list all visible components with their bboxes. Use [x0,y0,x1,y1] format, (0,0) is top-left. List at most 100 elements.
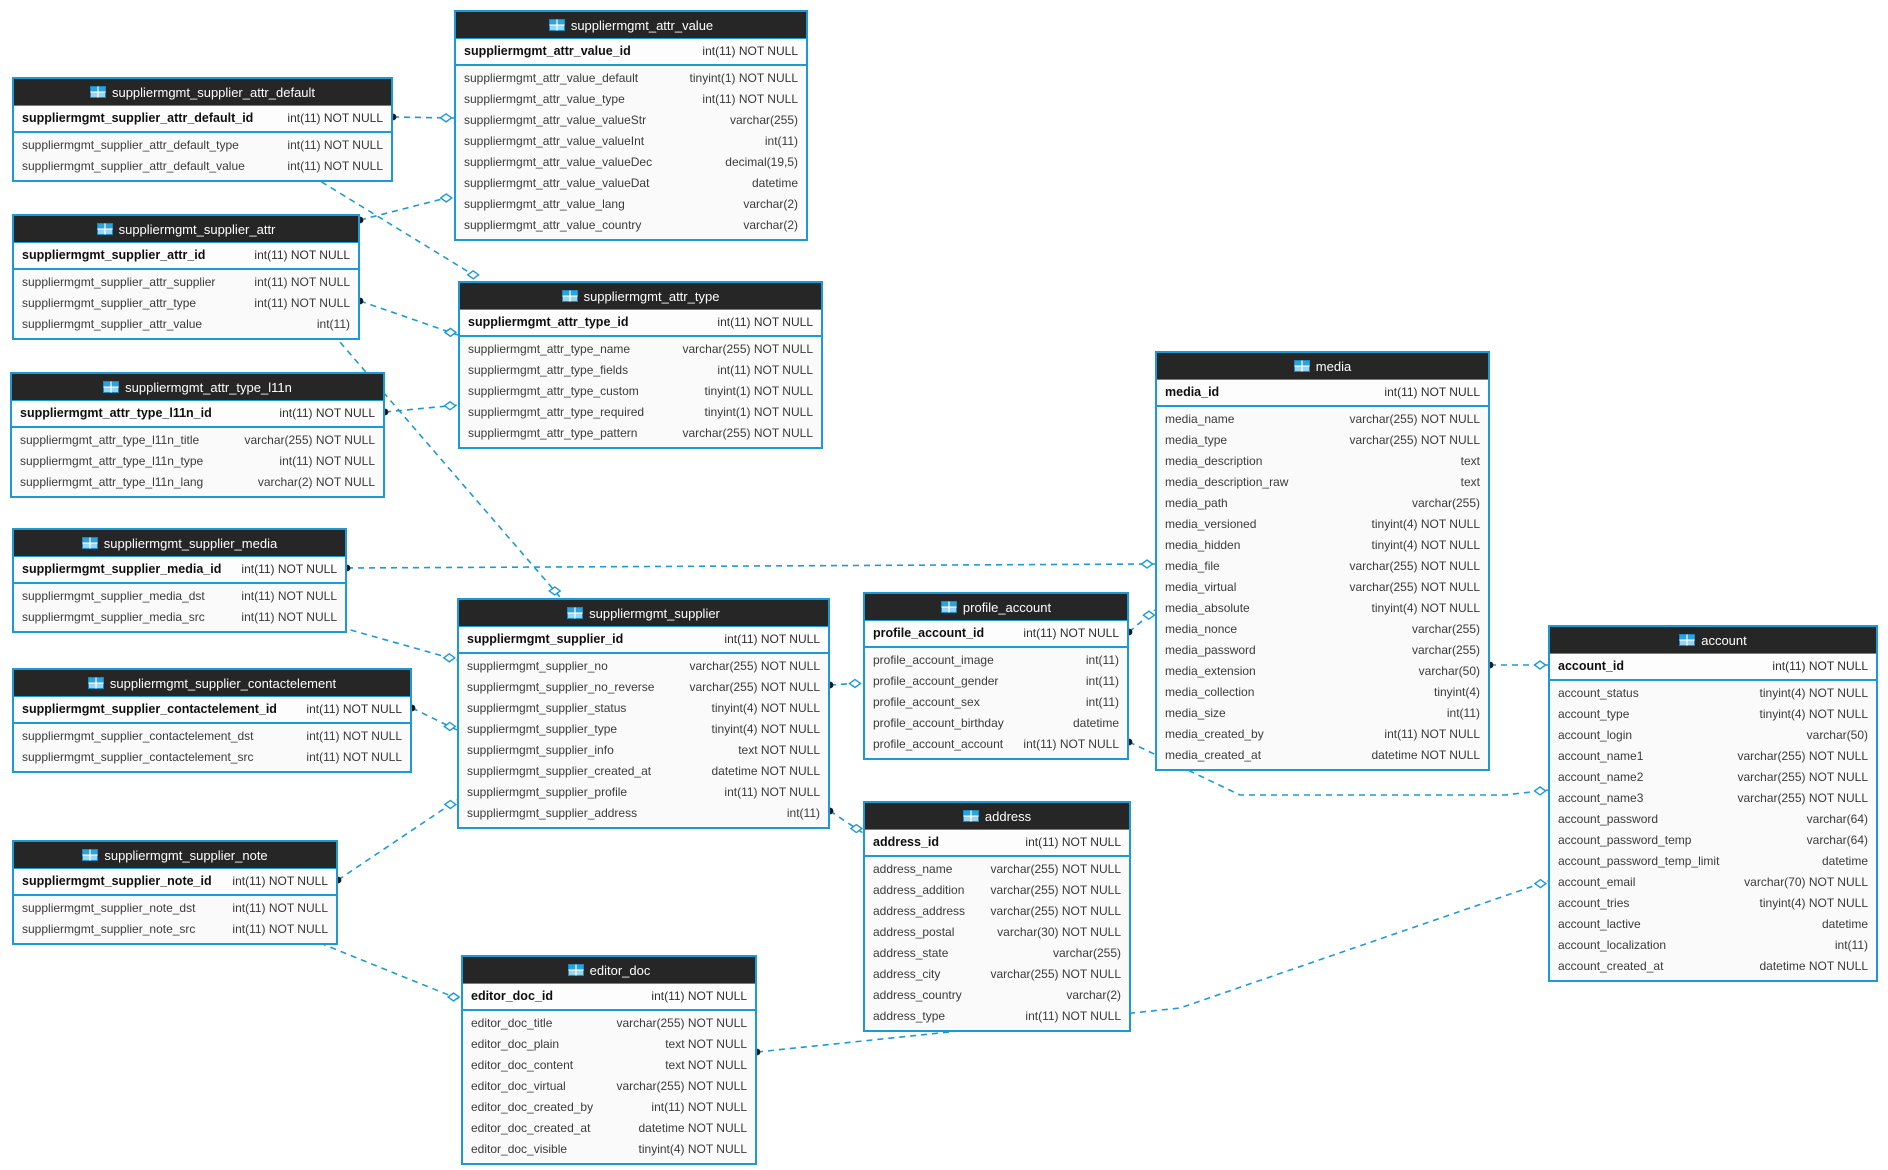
column-row: suppliermgmt_attr_value_valueInt int(11) [456,131,806,152]
relationship-suppliermgmt_supplier--profile_account[interactable] [826,678,864,689]
column-name: suppliermgmt_supplier_attr_default_type [22,138,239,152]
table-profile_account[interactable]: profile_account profile_account_id int(1… [863,592,1129,760]
table-suppliermgmt_attr_type_l11n[interactable]: suppliermgmt_attr_type_l11n suppliermgmt… [10,372,385,498]
column-type: decimal(19,5) [725,155,798,169]
column-name: suppliermgmt_supplier_note_src [22,922,196,936]
column-name: suppliermgmt_supplier_media_dst [22,589,205,603]
column-name: suppliermgmt_supplier_attr_value [22,317,203,331]
column-name: media_name [1165,412,1235,426]
column-name: suppliermgmt_attr_value_default [464,71,639,85]
table-suppliermgmt_supplier_note[interactable]: suppliermgmt_supplier_note suppliermgmt_… [12,840,338,945]
relationship-profile_account--media[interactable] [1125,609,1156,636]
column-type: int(11) NOT NULL [1025,835,1121,849]
table-icon [567,607,584,619]
relationship-line[interactable] [1128,609,1156,633]
relationship-line[interactable] [359,195,455,221]
relationship-suppliermgmt_supplier_media--suppliermgmt_supplier[interactable] [336,623,458,663]
table-address[interactable]: address address_id int(11) NOT NULL addr… [863,801,1131,1032]
column-name: suppliermgmt_attr_type_l11n_id [20,406,212,420]
column-row: suppliermgmt_supplier_contactelement_src… [14,747,410,768]
column-type: tinyint(1) NOT NULL [704,384,813,398]
table-suppliermgmt_supplier_media[interactable]: suppliermgmt_supplier_media suppliermgmt… [12,528,347,633]
relationship-suppliermgmt_supplier_note--suppliermgmt_supplier[interactable] [334,799,458,884]
column-type: varchar(255) NOT NULL [990,862,1122,876]
column-type: varchar(255) NOT NULL [689,659,821,673]
relationship-line[interactable] [1128,741,1549,796]
column-row: editor_doc_plain text NOT NULL [463,1034,755,1055]
column-type: varchar(2) NOT NULL [257,475,375,489]
relationship-suppliermgmt_supplier_note--editor_doc[interactable] [306,935,462,1002]
column-type: int(11) NOT NULL [254,248,350,262]
relationship-endpoint-diamond [446,992,461,1002]
table-columns: media_name varchar(255) NOT NULL media_t… [1157,407,1488,769]
table-icon [567,964,584,976]
table-columns: suppliermgmt_attr_value_default tinyint(… [456,66,806,239]
column-type: int(11) NOT NULL [279,406,375,420]
column-name: suppliermgmt_supplier_profile [467,785,628,799]
column-name: suppliermgmt_supplier_media_src [22,610,205,624]
relationship-suppliermgmt_supplier_media--media[interactable] [343,559,1156,572]
column-name: profile_account_gender [873,674,999,688]
column-row: editor_doc_created_by int(11) NOT NULL [463,1097,755,1118]
column-type: int(11) NOT NULL [279,454,375,468]
relationship-suppliermgmt_supplier_attr_default--suppliermgmt_attr_value[interactable] [389,113,455,123]
table-suppliermgmt_supplier_attr[interactable]: suppliermgmt_supplier_attr suppliermgmt_… [12,214,360,340]
column-name: account_localization [1558,938,1667,952]
relationship-line[interactable] [339,626,458,661]
relationship-suppliermgmt_supplier_attr--suppliermgmt_attr_type[interactable] [356,297,459,338]
table-editor_doc[interactable]: editor_doc editor_doc_id int(11) NOT NUL… [461,955,757,1165]
relationship-suppliermgmt_supplier_attr--suppliermgmt_attr_value[interactable] [356,193,455,224]
column-type: int(11) NOT NULL [306,702,402,716]
column-row: suppliermgmt_supplier_media_src int(11) … [14,607,345,628]
relationship-media--account[interactable] [1486,660,1548,670]
relationship-line[interactable] [384,404,459,413]
table-title: suppliermgmt_supplier_attr_default [111,84,316,100]
column-type: varchar(255) NOT NULL [1349,559,1481,573]
column-row: suppliermgmt_supplier_note_dst int(11) N… [14,898,336,919]
pk-row: suppliermgmt_attr_type_l11n_id int(11) N… [12,401,383,428]
column-name: suppliermgmt_supplier_attr_type [22,296,197,310]
column-row: suppliermgmt_attr_value_valueDec decimal… [456,152,806,173]
column-row: account_type tinyint(4) NOT NULL [1550,704,1876,725]
relationship-line[interactable] [359,300,459,336]
relationship-line[interactable] [756,880,1549,1053]
column-row: suppliermgmt_attr_type_l11n_type int(11)… [12,451,383,472]
relationship-suppliermgmt_supplier--address[interactable] [826,807,864,834]
column-row: address_address varchar(255) NOT NULL [865,901,1129,922]
column-row: media_versioned tinyint(4) NOT NULL [1157,514,1488,535]
column-name: account_created_at [1558,959,1664,973]
column-type: varchar(70) NOT NULL [1744,875,1868,889]
relationship-line[interactable] [411,707,458,731]
relationship-suppliermgmt_supplier_contactelement--suppliermgmt_supplier[interactable] [408,704,458,732]
table-suppliermgmt_supplier_attr_default[interactable]: suppliermgmt_supplier_attr_default suppl… [12,77,393,182]
column-row: suppliermgmt_supplier_status tinyint(4) … [459,698,828,719]
pk-row: suppliermgmt_supplier_attr_id int(11) NO… [14,243,358,270]
table-title: suppliermgmt_supplier_media [103,535,278,551]
table-title: editor_doc [589,962,651,978]
table-icon [962,810,979,822]
table-suppliermgmt_supplier[interactable]: suppliermgmt_supplier suppliermgmt_suppl… [457,598,830,829]
relationship-line[interactable] [346,563,1156,569]
relationship-endpoint-diamond [1142,610,1156,621]
column-row: media_collection tinyint(4) [1157,682,1488,703]
relationship-line[interactable] [309,938,462,1001]
table-account[interactable]: account account_id int(11) NOT NULL acco… [1548,625,1878,982]
table-suppliermgmt_supplier_contactelement[interactable]: suppliermgmt_supplier_contactelement sup… [12,668,412,773]
column-name: media_description [1165,454,1263,468]
column-row: address_country varchar(2) [865,985,1129,1006]
column-row: account_name3 varchar(255) NOT NULL [1550,788,1876,809]
relationship-endpoint-diamond [443,799,458,810]
column-row: suppliermgmt_supplier_created_at datetim… [459,761,828,782]
pk-row: editor_doc_id int(11) NOT NULL [463,984,755,1011]
column-name: suppliermgmt_attr_value_valueDec [464,155,653,169]
table-header: profile_account [865,594,1127,621]
column-type: tinyint(4) [1433,685,1480,699]
table-suppliermgmt_attr_value[interactable]: suppliermgmt_attr_value suppliermgmt_att… [454,10,808,241]
column-row: suppliermgmt_supplier_type tinyint(4) NO… [459,719,828,740]
table-media[interactable]: media media_id int(11) NOT NULL media_na… [1155,351,1490,771]
column-type: int(11) NOT NULL [702,44,798,58]
table-suppliermgmt_attr_type[interactable]: suppliermgmt_attr_type suppliermgmt_attr… [458,281,823,449]
relationship-line[interactable] [337,799,458,881]
column-type: varchar(2) [743,218,798,232]
